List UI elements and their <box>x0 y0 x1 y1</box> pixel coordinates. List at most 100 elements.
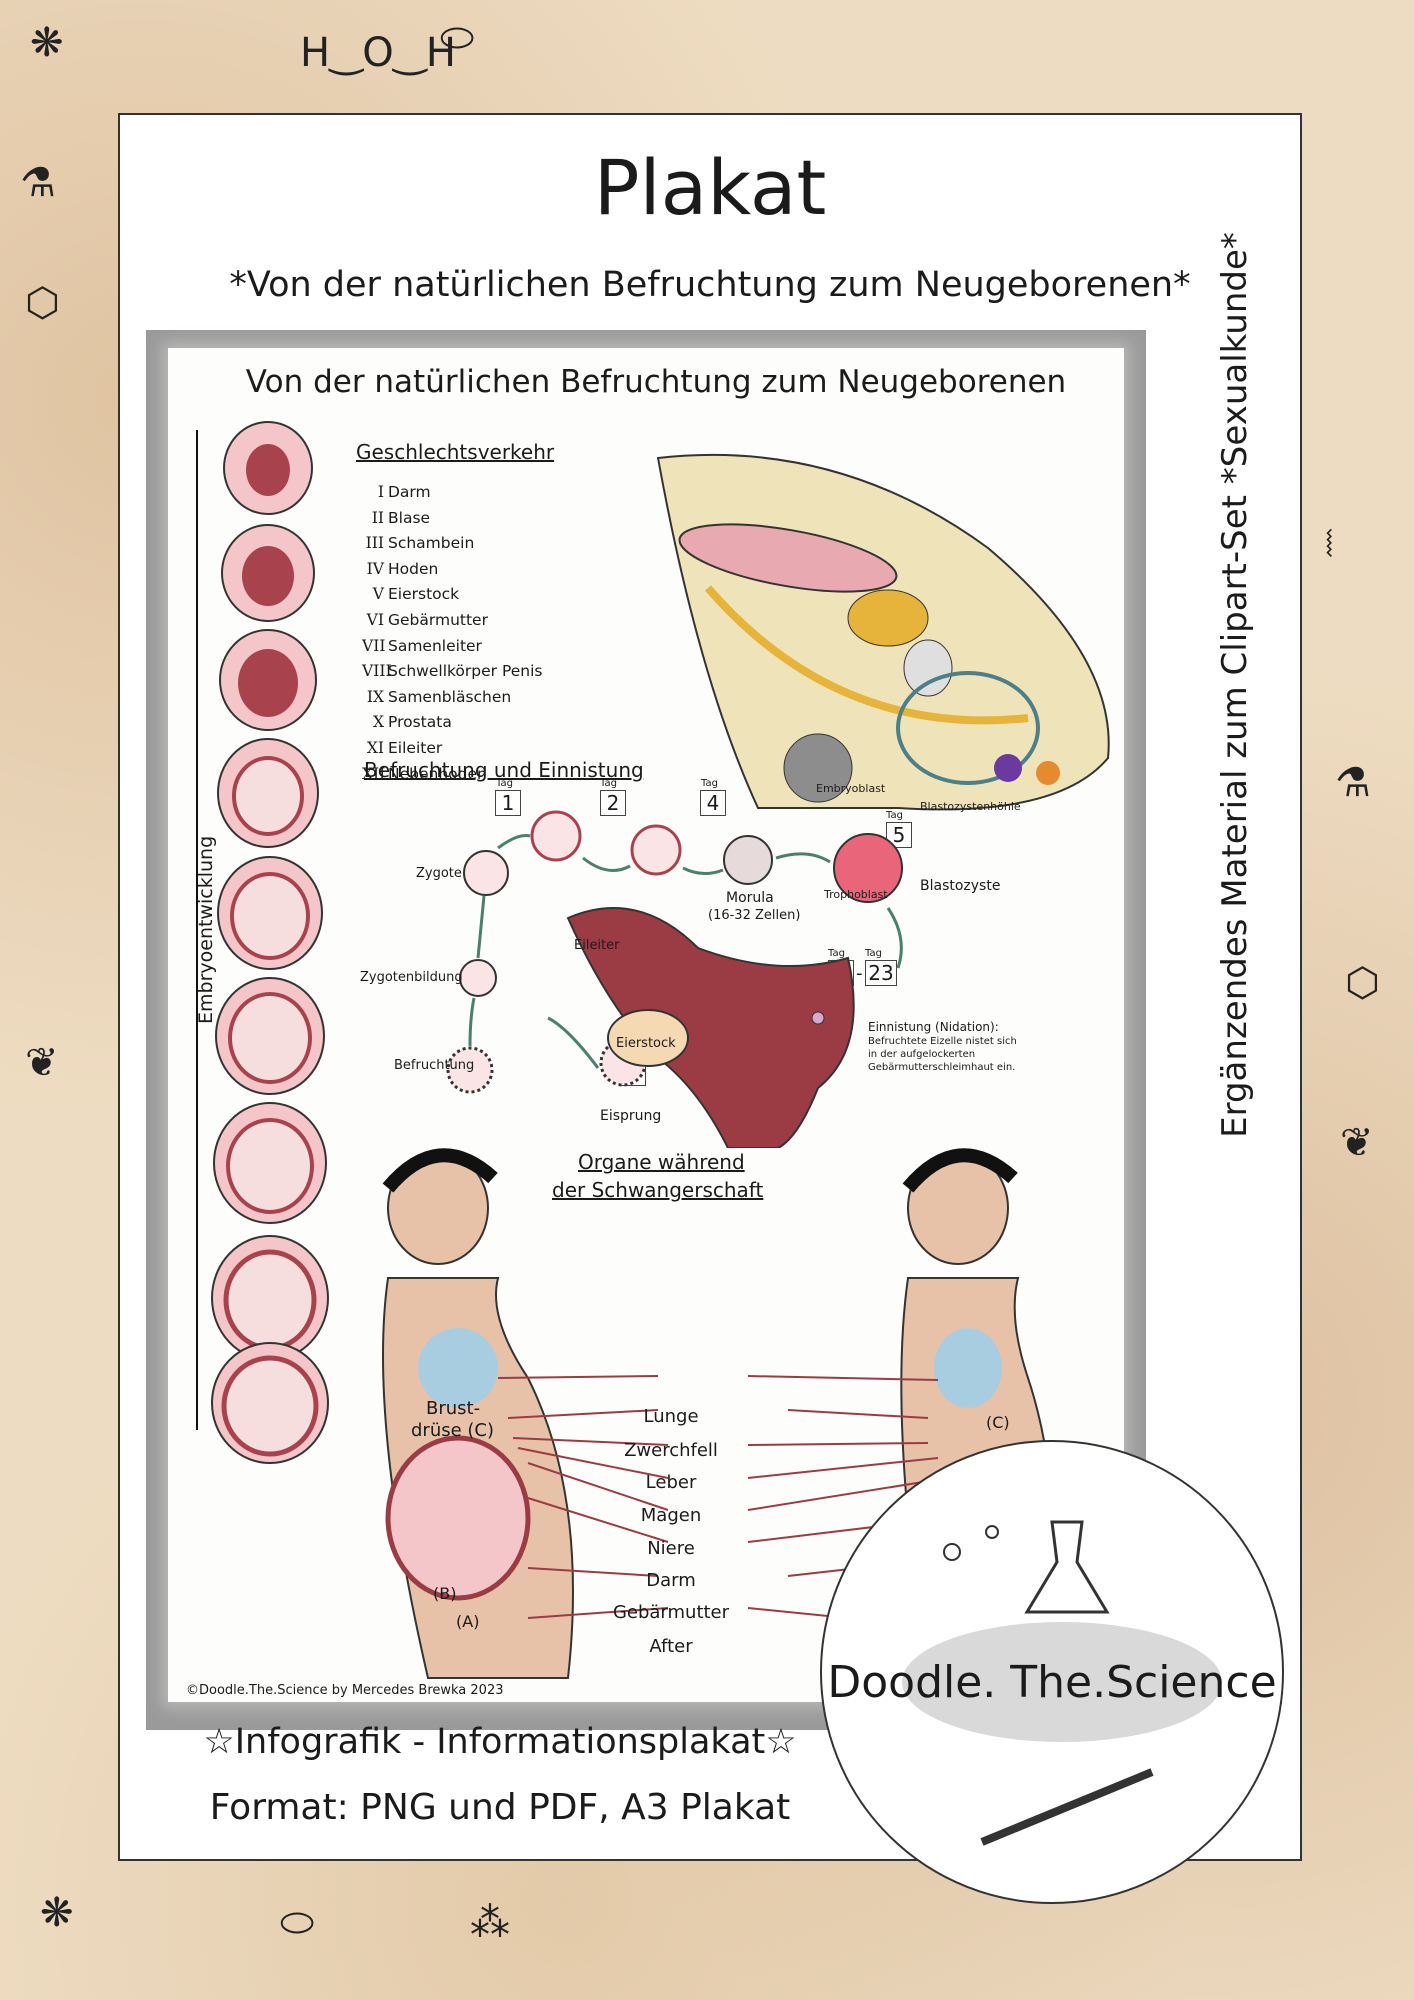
organ-label: After <box>649 1636 693 1657</box>
label-embryoblast: Embryoblast <box>816 782 886 795</box>
embryo-timeline-line <box>196 430 198 1430</box>
section-fertilization-heading: Befruchtung und Einnistung <box>364 758 644 782</box>
tag-label-5: Tag <box>886 810 903 821</box>
legend-text: Eierstock <box>388 585 460 604</box>
embryo-stage-9 <box>211 1342 329 1464</box>
embryo-stage-5 <box>217 856 323 970</box>
embryo-stage-3 <box>219 629 317 731</box>
dna-icon: ⧙ <box>1325 520 1334 566</box>
section-pregnancy-heading-2: der Schwangerschaft <box>552 1178 764 1202</box>
molecule-icon: H‿O‿H <box>300 30 456 76</box>
footer-line-1: ☆Infografik - Informationsplakat☆ <box>203 1722 797 1762</box>
logo-art <box>902 1520 1222 1846</box>
tag-label-23: Tag <box>865 948 882 959</box>
embryo-stage-8 <box>211 1235 329 1361</box>
legend-text: Samenleiter <box>388 636 482 655</box>
day-range-dash: - <box>856 963 863 984</box>
side-text: Ergänzendes Material zum Clipart-Set *Se… <box>1215 232 1255 1138</box>
embryo-stage-1 <box>223 421 313 515</box>
label-oviduct: Eileiter <box>574 938 620 953</box>
legend-text: Eileiter <box>388 738 443 757</box>
footer-line-2: Format: PNG und PDF, A3 Plakat <box>209 1787 791 1828</box>
leaf-icon: ❦ <box>1340 1120 1374 1166</box>
legend-numeral: IX <box>366 687 384 706</box>
label-ovary: Eierstock <box>616 1036 676 1051</box>
copyright-text: ©Doodle.The.Science by Mercedes Brewka 2… <box>186 1683 504 1698</box>
hexagon-icon: ⬡ <box>1345 960 1380 1006</box>
embryo-stage-4 <box>217 738 319 848</box>
legend-text: Darm <box>388 483 431 501</box>
embryo-stage-6 <box>215 977 325 1095</box>
day-23-box: 23 <box>865 960 897 986</box>
label-nidation-text-2: in der aufgelockerten <box>868 1049 976 1060</box>
label-ovulation: Eisprung <box>600 1108 662 1124</box>
legend-text: Blase <box>388 508 431 527</box>
section-intercourse-heading: Geschlechtsverkehr <box>356 440 555 464</box>
legend-item: VIIISchwellkörper Penis <box>362 659 543 685</box>
poster-title: Von der natürlichen Befruchtung zum Neug… <box>245 364 1067 400</box>
tag-label-1: Tag <box>496 778 513 789</box>
organ-label: Darm <box>646 1570 696 1591</box>
label-nidation-text-3: Gebärmutterschleimhaut ein. <box>868 1062 1016 1073</box>
legend-numeral: VIII <box>362 662 392 681</box>
tag-label-6: Tag <box>828 948 845 959</box>
label-c-right: (C) <box>986 1413 1010 1432</box>
organ-label: Gebärmutter <box>612 1602 730 1623</box>
legend-text: Schambein <box>388 534 475 553</box>
label-b: (B) <box>433 1584 457 1603</box>
embryo-stage-2 <box>221 524 315 622</box>
label-fertilization: Befruchtung <box>394 1058 475 1073</box>
legend-numeral: VI <box>366 610 384 629</box>
embryo-stages <box>211 421 329 1464</box>
anatomy-diagram <box>656 453 1110 811</box>
label-a: (A) <box>456 1612 480 1631</box>
day-2-box: 2 <box>600 790 626 816</box>
organ-label: Zwerchfell <box>624 1440 718 1461</box>
day-4-box: 4 <box>700 790 726 816</box>
label-blastocyst: Blastozyste <box>920 878 1001 894</box>
page-subtitle: *Von der natürlichen Befruchtung zum Neu… <box>229 265 1191 305</box>
page-title: Plakat <box>593 143 827 232</box>
label-blastocoel: Blastozystenhöhle <box>920 800 1021 813</box>
label-zygote-formation: Zygotenbildung <box>360 970 463 985</box>
legend-text: Gebärmutter <box>388 610 488 629</box>
legend-text: Hoden <box>388 559 439 578</box>
label-breast-line-2: drüse (C) <box>411 1420 495 1441</box>
organ-label: Magen <box>640 1505 702 1526</box>
tag-label-2: Tag <box>600 778 617 789</box>
legend-numeral: VII <box>362 636 386 655</box>
organ-label: Leber <box>645 1472 697 1493</box>
legend-numeral: X <box>372 713 384 732</box>
main-frame: Plakat *Von der natürlichen Befruchtung … <box>118 113 1302 1861</box>
leaf-icon: ❦ <box>25 1040 59 1086</box>
legend-numeral: IV <box>366 559 384 578</box>
tag-label-4: Tag <box>701 778 718 789</box>
legend-numeral: III <box>365 534 384 553</box>
molecule-icon: ⁂ <box>470 1900 510 1946</box>
label-nidation-text-1: Befruchtete Eizelle nistet sich <box>868 1036 1017 1047</box>
label-morula: Morula <box>726 890 774 906</box>
legend-text: Samenbläschen <box>388 687 512 706</box>
brand-logo: Doodle. The.Science <box>820 1440 1284 1904</box>
tree-icon: ❋ <box>40 1890 74 1936</box>
label-nidation-title: Einnistung (Nidation): <box>868 1020 999 1034</box>
legend-numeral: XI <box>366 738 384 757</box>
label-trophoblast: Trophoblast <box>824 888 888 901</box>
label-breast-line-1: Brust- <box>426 1398 481 1419</box>
legend-text: Prostata <box>388 713 452 732</box>
section-pregnancy-heading-1: Organe während <box>578 1150 745 1174</box>
tree-icon: ❋ <box>30 20 64 66</box>
flask-icon: ⚗ <box>20 160 56 206</box>
day-1-box: 1 <box>495 790 521 816</box>
cell-icon: ⬭ <box>440 15 475 61</box>
